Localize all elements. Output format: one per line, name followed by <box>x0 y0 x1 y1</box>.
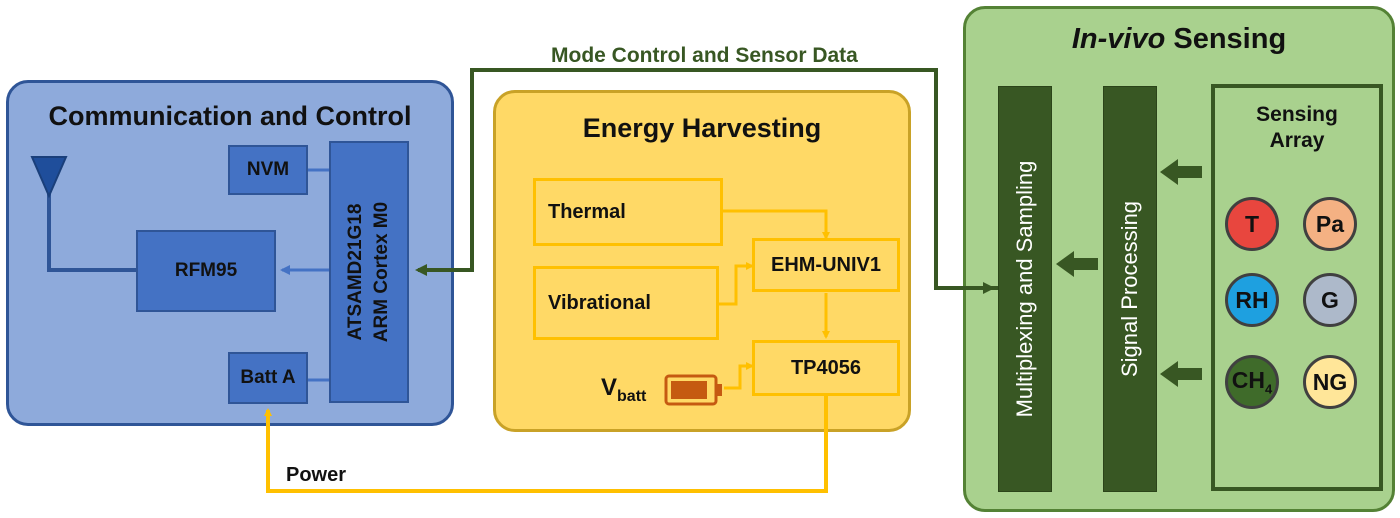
signal-processing-block: Signal Processing <box>1103 86 1157 492</box>
sensor-ch4: CH4 <box>1225 355 1279 409</box>
sensor-ch4-main: CH <box>1231 367 1265 394</box>
tp4056-label: TP4056 <box>790 356 862 379</box>
tp4056-block: TP4056 <box>752 340 900 396</box>
energy-links <box>718 209 830 390</box>
battery-icon <box>664 374 722 406</box>
multiplexing-sampling-label: Multiplexing and Sampling <box>1012 160 1037 418</box>
vibrational-block: Vibrational <box>533 266 719 340</box>
in-vivo-title-italic: In-vivo <box>1071 23 1166 55</box>
mcu-label: ATSAMD21G18 ARM Cortex M0 <box>343 202 395 342</box>
thermal-block: Thermal <box>533 178 723 246</box>
batt-a-label: Batt A <box>240 367 296 388</box>
vibrational-label: Vibrational <box>548 291 651 314</box>
in-vivo-title-rest: Sensing <box>1165 23 1287 55</box>
sensor-ch4-label: CH4 <box>1232 367 1272 397</box>
nvm-label: NVM <box>246 159 290 180</box>
sensor-g: G <box>1303 273 1357 327</box>
vbatt-label: Vbatt <box>601 374 646 406</box>
power-label: Power <box>286 464 347 486</box>
thermal-label: Thermal <box>548 200 626 223</box>
signal-arrows <box>1056 159 1202 387</box>
sensor-ng: NG <box>1303 355 1357 409</box>
sensor-pa-label: Pa <box>1315 210 1345 237</box>
rfm95-block: RFM95 <box>136 230 276 312</box>
sensing-array-line1: Sensing <box>1256 103 1338 126</box>
antenna-icon <box>30 156 68 199</box>
sensor-ch4-sub: 4 <box>1265 381 1273 397</box>
comm-links <box>47 168 330 382</box>
sensing-array-box: Sensing Array <box>1211 84 1383 491</box>
vbatt-sub: batt <box>617 387 647 405</box>
sensor-rh: RH <box>1225 273 1279 327</box>
sensor-pa: Pa <box>1303 197 1357 251</box>
in-vivo-sensing-title: In-vivo Sensing <box>966 23 1392 56</box>
sensor-t-label: T <box>1244 210 1260 237</box>
sensor-g-label: G <box>1321 286 1339 313</box>
communication-control-title: Communication and Control <box>48 101 412 131</box>
batt-a-block: Batt A <box>228 352 308 404</box>
sensor-ng-label: NG <box>1312 368 1348 395</box>
power-connector <box>264 395 828 493</box>
sensor-t: T <box>1225 197 1279 251</box>
rfm95-label: RFM95 <box>174 260 238 281</box>
mode-control-label: Mode Control and Sensor Data <box>551 44 858 67</box>
sensing-array-title: Sensing Array <box>1215 102 1379 154</box>
energy-harvesting-title: Energy Harvesting <box>582 113 822 143</box>
ehm-univ1-block: EHM-UNIV1 <box>752 238 900 292</box>
mcu-label-line1: ATSAMD21G18 <box>345 203 366 341</box>
mcu-block: ATSAMD21G18 ARM Cortex M0 <box>329 141 409 403</box>
sensor-rh-label: RH <box>1235 286 1269 313</box>
multiplexing-sampling-block: Multiplexing and Sampling <box>998 86 1052 492</box>
mcu-label-line2: ARM Cortex M0 <box>371 201 392 343</box>
sensing-array-line2: Array <box>1269 129 1325 152</box>
signal-processing-label: Signal Processing <box>1117 200 1142 378</box>
vbatt-main: V <box>601 374 618 401</box>
nvm-block: NVM <box>228 145 308 195</box>
ehm-univ1-label: EHM-UNIV1 <box>770 253 881 276</box>
mode-control-connector <box>415 68 1000 294</box>
